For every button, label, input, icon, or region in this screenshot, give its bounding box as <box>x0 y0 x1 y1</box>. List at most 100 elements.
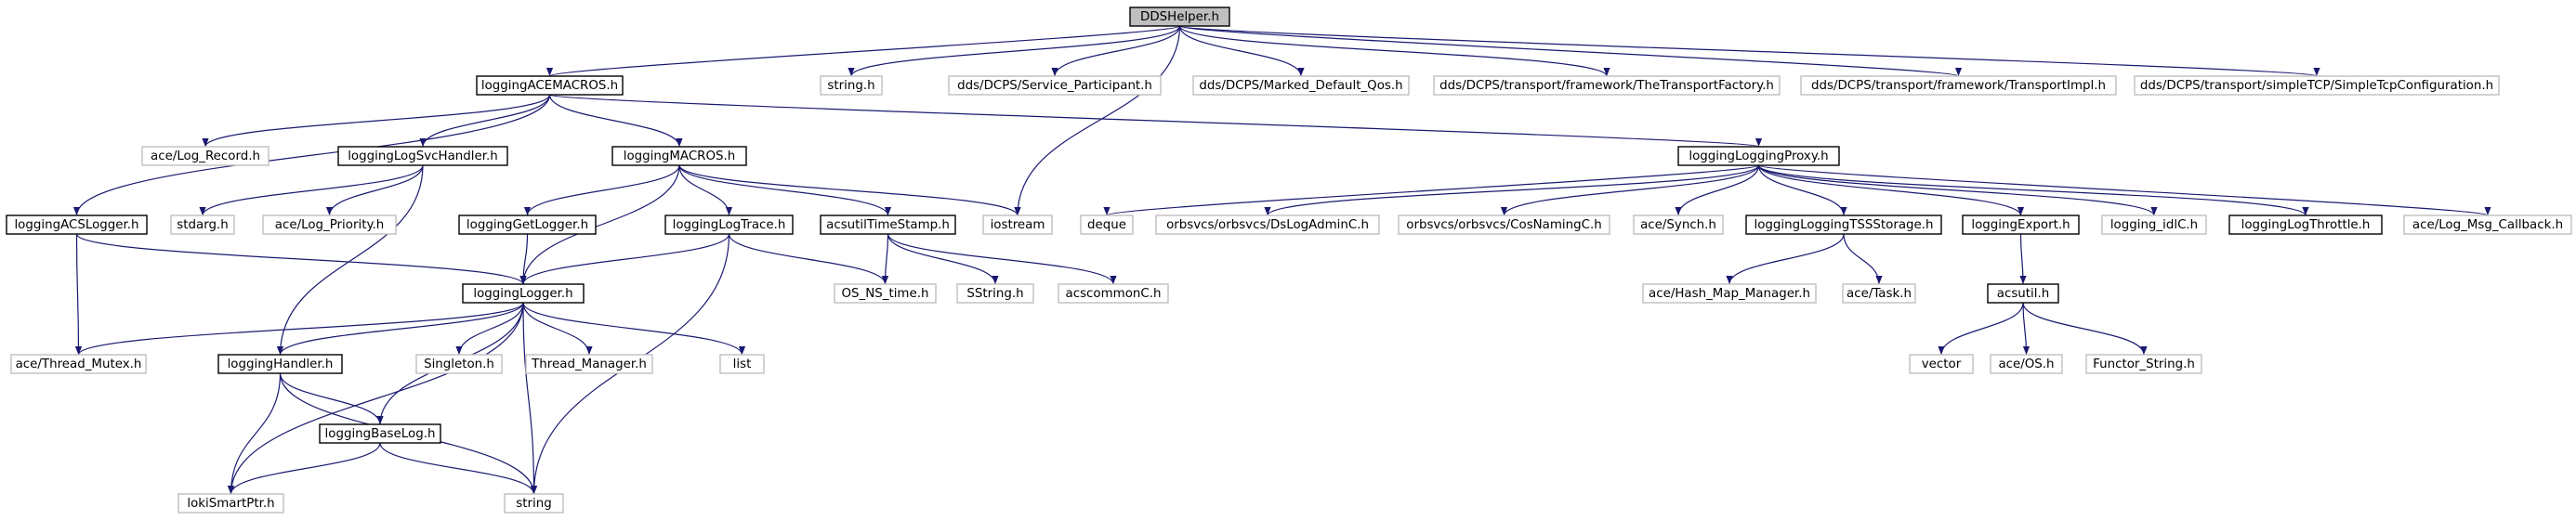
node-lokismartptr: lokiSmartPtr.h <box>177 493 284 514</box>
node-logger[interactable]: loggingLogger.h <box>462 283 585 304</box>
node-label: loggingLogThrottle.h <box>2241 218 2371 232</box>
node-label: orbsvcs/orbsvcs/DsLogAdminC.h <box>1166 218 1369 232</box>
node-box <box>337 146 508 166</box>
node-os_ns_time: OS_NS_time.h <box>834 283 937 304</box>
node-label: logging_idlC.h <box>2110 218 2198 232</box>
node-label: Thread_Manager.h <box>531 358 647 371</box>
node-label: ace/Log_Msg_Callback.h <box>2412 218 2563 232</box>
edge-loggingproxy-to-log_msg_callback <box>1757 164 2491 216</box>
node-logginghandler[interactable]: loggingHandler.h <box>217 354 343 374</box>
node-tssstorage[interactable]: loggingLoggingTSSStorage.h <box>1745 214 1942 235</box>
edge-timestamp-to-sstring <box>887 233 999 285</box>
node-baselog[interactable]: loggingBaseLog.h <box>319 423 441 444</box>
edge-logginghandler-to-lokismartptr <box>227 372 282 495</box>
node-box <box>1058 283 1169 304</box>
edge-acsutil-to-vector <box>1938 302 2024 356</box>
node-ddshelper[interactable]: DDSHelper.h <box>1129 6 1230 27</box>
node-loggingproxy[interactable]: loggingLoggingProxy.h <box>1677 146 1840 166</box>
node-label: loggingMACROS.h <box>624 150 736 163</box>
node-label: Singleton.h <box>424 358 494 371</box>
edge-tssstorage-to-hash_map_manager <box>1726 233 1845 285</box>
node-label: orbsvcs/orbsvcs/CosNamingC.h <box>1406 218 1601 232</box>
node-box <box>458 214 597 235</box>
node-box <box>1745 214 1942 235</box>
node-box <box>1842 283 1916 304</box>
edge-loggingproxy-to-loggingexport <box>1757 164 2025 216</box>
edge-loggingproxy-to-tssstorage <box>1757 164 1847 216</box>
edge-tssstorage-to-ace_task <box>1843 233 1883 285</box>
node-box <box>319 423 441 444</box>
node-cosnaming: orbsvcs/orbsvcs/CosNamingC.h <box>1398 214 1610 235</box>
edge-ddshelper-to-transport_impl <box>1178 25 1962 77</box>
node-box <box>415 354 503 374</box>
node-box <box>1129 6 1230 27</box>
node-logthrottle[interactable]: loggingLogThrottle.h <box>2228 214 2383 235</box>
node-box <box>2134 75 2500 96</box>
edge-ddshelper-to-marked_default_qos <box>1178 25 1305 77</box>
edge-ddshelper-to-iostream <box>1014 25 1181 216</box>
node-string_h: string.h <box>820 75 883 96</box>
node-loggingacemacros[interactable]: loggingACEMACROS.h <box>476 75 624 96</box>
node-logsvchandler[interactable]: loggingLogSvcHandler.h <box>337 146 508 166</box>
edge-acslogger-to-logger <box>75 233 527 285</box>
edge-baselog-to-string <box>379 442 538 495</box>
node-label: loggingGetLogger.h <box>467 218 588 232</box>
node-box <box>476 75 624 96</box>
node-label: loggingHandler.h <box>228 358 334 371</box>
node-box <box>1192 75 1410 96</box>
edge-logtrace-to-os_ns_time <box>728 233 889 285</box>
nodes-layer: DDSHelper.h loggingACEMACROS.h string.h dds… <box>6 6 2572 514</box>
edge-loggingmacros-to-iostream <box>678 164 1021 216</box>
node-service_participant: dds/DCPS/Service_Participant.h <box>948 75 1162 96</box>
node-label: dds/DCPS/Service_Participant.h <box>957 79 1152 93</box>
node-label: deque <box>1087 218 1126 232</box>
node-box <box>2085 354 2202 374</box>
node-acslogger[interactable]: loggingACSLogger.h <box>6 214 148 235</box>
edge-loggingproxy-to-ace_synch <box>1675 164 1760 216</box>
node-box <box>820 75 883 96</box>
node-box <box>611 146 747 166</box>
node-box <box>1677 146 1840 166</box>
node-timestamp[interactable]: acsutilTimeStamp.h <box>820 214 956 235</box>
node-label: OS_NS_time.h <box>842 287 929 301</box>
node-logtrace[interactable]: loggingLogTrace.h <box>664 214 794 235</box>
edge-loggingproxy-to-logging_idlc <box>1757 164 2158 216</box>
node-label: loggingBaseLog.h <box>325 427 436 441</box>
node-label: loggingLoggingProxy.h <box>1689 150 1828 163</box>
node-box <box>6 214 148 235</box>
node-logging_idlc: logging_idlC.h <box>2101 214 2207 235</box>
node-box <box>141 146 269 166</box>
node-loggingmacros[interactable]: loggingMACROS.h <box>611 146 747 166</box>
node-box <box>820 214 956 235</box>
edge-loggingacemacros-to-logsvchandler <box>419 94 551 148</box>
node-box <box>1642 283 1817 304</box>
node-label: ace/Log_Priority.h <box>275 218 384 232</box>
edge-loggingacemacros-to-acslogger <box>72 94 551 216</box>
node-box <box>1909 354 1974 374</box>
edge-acsutil-to-functor_string <box>2022 302 2148 356</box>
node-box <box>1990 354 2063 374</box>
node-getlogger[interactable]: loggingGetLogger.h <box>458 214 597 235</box>
node-label: acscommonC.h <box>1066 287 1162 301</box>
node-acsutil[interactable]: acsutil.h <box>1987 283 2059 304</box>
node-label: lokiSmartPtr.h <box>187 497 274 511</box>
node-label: ace/Task.h <box>1847 287 1912 301</box>
node-box <box>948 75 1162 96</box>
node-box <box>170 214 235 235</box>
node-label: string.h <box>827 79 874 93</box>
edge-logsvchandler-to-ace_log_priority <box>325 164 424 216</box>
node-box <box>1962 214 2080 235</box>
node-ace_log_record: ace/Log_Record.h <box>141 146 269 166</box>
edge-logger-to-string <box>522 302 538 495</box>
node-loggingexport[interactable]: loggingExport.h <box>1962 214 2080 235</box>
edge-logger-to-logginghandler <box>276 302 524 356</box>
node-box <box>956 283 1034 304</box>
node-label: ace/OS.h <box>1998 358 2054 371</box>
node-singleton: Singleton.h <box>415 354 503 374</box>
edge-ddshelper-to-loggingacemacros <box>546 25 1181 77</box>
edges-layer <box>72 25 2491 495</box>
node-label: vector <box>1922 358 1962 371</box>
node-label: acsutil.h <box>1997 287 2049 301</box>
node-vector: vector <box>1909 354 1974 374</box>
